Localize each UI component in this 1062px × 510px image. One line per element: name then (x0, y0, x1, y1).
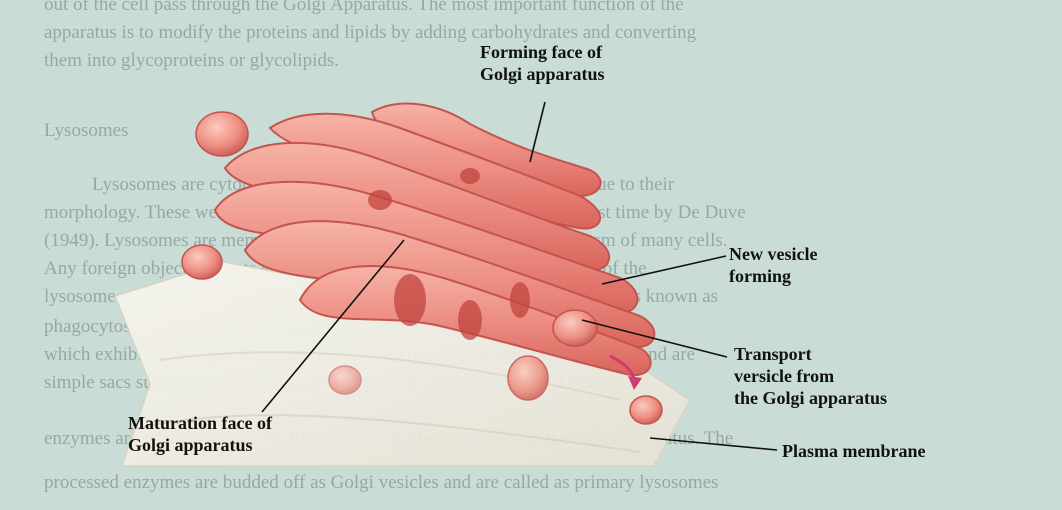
label-line: Transport (734, 343, 887, 365)
label-line: versicle from (734, 365, 887, 387)
label-line: Forming face of (480, 41, 605, 63)
label-line: New vesicle (729, 243, 817, 265)
label-line: Golgi apparatus (128, 434, 272, 456)
label-line: Plasma membrane (782, 440, 925, 462)
label-line: the Golgi apparatus (734, 387, 887, 409)
maturation-face-label: Maturation face of Golgi apparatus (128, 412, 272, 456)
plasma-membrane-label: Plasma membrane (782, 440, 925, 462)
label-line: Golgi apparatus (480, 63, 605, 85)
forming-face-label: Forming face of Golgi apparatus (480, 41, 605, 85)
label-line: forming (729, 265, 817, 287)
transport-vesicle-label: Transport versicle from the Golgi appara… (734, 343, 887, 409)
label-line: Maturation face of (128, 412, 272, 434)
new-vesicle-label: New vesicle forming (729, 243, 817, 287)
